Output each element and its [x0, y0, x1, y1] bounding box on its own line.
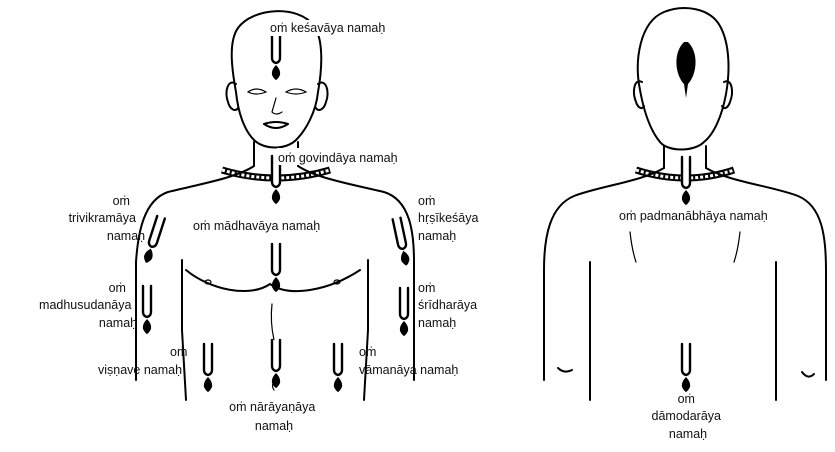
- front-left-arm-inner: [182, 260, 186, 400]
- back-left-blade: [630, 232, 636, 262]
- back-right-blade: [734, 232, 740, 262]
- label-visnave-line-2: viṣṇave namaḥ: [98, 363, 182, 377]
- front-mouth: [264, 122, 288, 128]
- label-padmanabha: oṁ padmanābhāya namaḥ: [619, 209, 768, 223]
- tilak-mark-left-waist: [334, 344, 342, 392]
- front-left-eye: [248, 89, 266, 94]
- tilak-mark-right-shoulder: [143, 286, 151, 334]
- back-right-elbow: [802, 372, 814, 377]
- tilak-mark-left-shoulder: [400, 288, 408, 336]
- label-sridhara-line-3: namaḥ: [418, 316, 456, 330]
- svg-text:oṁ hṛṣīkeśāya nama: oṁ hṛṣīkeśāya namaḥ: [418, 194, 482, 243]
- label-hrsikesa-line-3: namaḥ: [418, 229, 456, 243]
- label-vamana-line-1: oṁ: [359, 345, 376, 359]
- label-hrsikesa-line-1: oṁ: [418, 194, 435, 208]
- label-damodara-line-3: namaḥ: [669, 427, 707, 441]
- label-damodara-line-2: dāmodarāya: [652, 409, 722, 423]
- tilak-mark-navel: [272, 340, 280, 388]
- front-right-eye: [286, 89, 306, 94]
- tilak-mark-lower-back: [682, 344, 690, 392]
- label-trivikrama-line-3: namaḥ: [107, 229, 145, 243]
- front-right-arm-inner: [364, 260, 368, 400]
- svg-text:oṁ trivikramāya na: oṁ trivikramāya namaḥ: [69, 194, 146, 243]
- back-left-elbow: [558, 368, 572, 372]
- label-madhusudana: oṁ madhusudanāya namaḥ: [39, 281, 137, 330]
- tilak-mark-upper-left-arm: [393, 218, 411, 267]
- label-trivikrama: oṁ trivikramāya namaḥ: [69, 194, 146, 243]
- svg-text:oṁ viṣṇave namaḥ: oṁ viṣṇave namaḥ: [98, 345, 191, 377]
- label-govinda: oṁ govindāya namaḥ: [277, 148, 429, 165]
- label-vamana: oṁ vāmanāya namaḥ: [359, 345, 458, 377]
- label-damodara: oṁ dāmodarāya namaḥ: [652, 392, 725, 441]
- label-hrsikesa-line-2: hṛṣīkeśāya: [418, 211, 478, 225]
- label-vamana-line-2: vāmanāya namaḥ: [359, 363, 458, 377]
- front-nose: [272, 98, 282, 114]
- label-sridhara: oṁ śrīdharāya namaḥ: [418, 281, 481, 330]
- tilak-mark-upper-back: [682, 157, 690, 205]
- svg-text:oṁ madhusudanāya n: oṁ madhusudanāya namaḥ: [39, 281, 137, 330]
- label-kesava: oṁ keśavāya namaḥ: [268, 20, 408, 36]
- label-narayana-line-1: oṁ nārāyaṇāya: [229, 400, 315, 414]
- label-madhusudana-line-3: namaḥ: [99, 316, 137, 330]
- tilak-mark-upper-right-arm: [142, 216, 165, 264]
- label-madhusudana-line-2: madhusudanāya: [39, 298, 131, 312]
- svg-text:oṁ dāmodarāya nama: oṁ dāmodarāya namaḥ: [652, 392, 725, 441]
- label-visnave-line-1: oṁ: [170, 345, 187, 359]
- label-sridhara-line-1: oṁ: [418, 281, 435, 295]
- sikha-tuft-icon: [676, 42, 695, 98]
- svg-text:oṁ vāmanāya namaḥ: oṁ vāmanāya namaḥ: [359, 345, 458, 377]
- label-trivikrama-line-1: oṁ: [113, 194, 130, 208]
- label-madhava: oṁ mādhavāya namaḥ: [193, 219, 320, 233]
- label-visnave: oṁ viṣṇave namaḥ: [98, 345, 191, 377]
- label-govinda-text: oṁ govindāya namaḥ: [278, 151, 398, 165]
- label-hrsikesa: oṁ hṛṣīkeśāya namaḥ: [418, 194, 482, 243]
- tilak-mark-chest: [272, 244, 280, 292]
- label-narayana: oṁ nārāyaṇāya namaḥ: [229, 400, 319, 433]
- label-madhava-text: oṁ mādhavāya namaḥ: [193, 219, 320, 233]
- label-kesava-text: oṁ keśavāya namaḥ: [270, 21, 385, 35]
- label-padmanabha-text: oṁ padmanābhāya namaḥ: [619, 209, 768, 223]
- svg-text:oṁ nārāyaṇāya namaḥ: oṁ nārāyaṇāya namaḥ: [229, 400, 319, 433]
- front-sternum-line: [271, 304, 274, 340]
- label-madhusudana-line-1: oṁ: [109, 281, 126, 295]
- tilak-mark-right-waist: [204, 344, 212, 392]
- label-trivikrama-line-2: trivikramāya: [69, 211, 136, 225]
- back-tilak-marks: [682, 157, 690, 392]
- label-damodara-line-1: oṁ: [678, 392, 695, 406]
- tilak-mark-forehead: [272, 32, 280, 80]
- svg-text:oṁ śrīdharāya nama: oṁ śrīdharāya namaḥ: [418, 281, 481, 330]
- label-sridhara-line-2: śrīdharāya: [418, 298, 477, 312]
- label-narayana-line-2: namaḥ: [255, 419, 293, 433]
